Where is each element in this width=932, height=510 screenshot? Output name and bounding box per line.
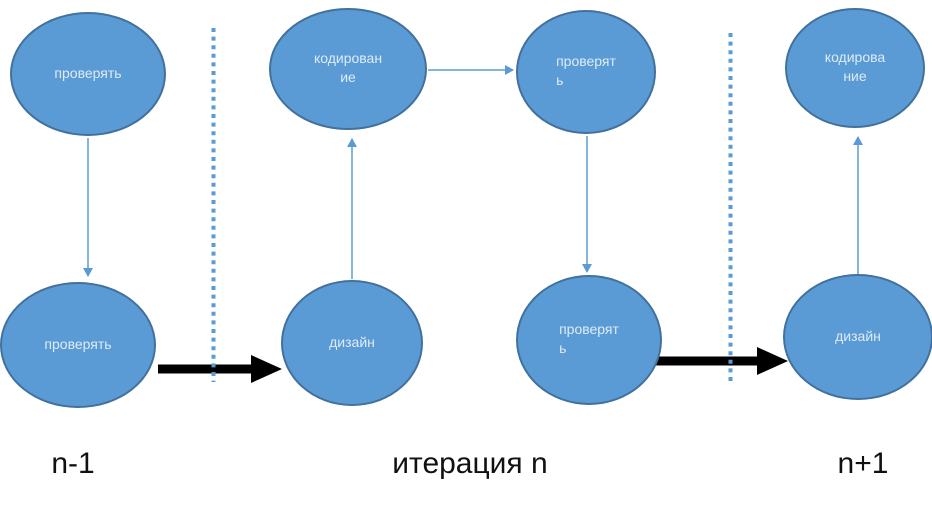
section-label-n-minus-1: n-1 bbox=[51, 447, 95, 480]
section-label-n-plus-1: n+1 bbox=[837, 447, 889, 480]
arrow-thick-to-iteration-n1 bbox=[656, 347, 788, 375]
section-label-iteration-n: итерация n bbox=[392, 447, 548, 480]
arrow-thick-to-iteration-n bbox=[158, 355, 282, 383]
